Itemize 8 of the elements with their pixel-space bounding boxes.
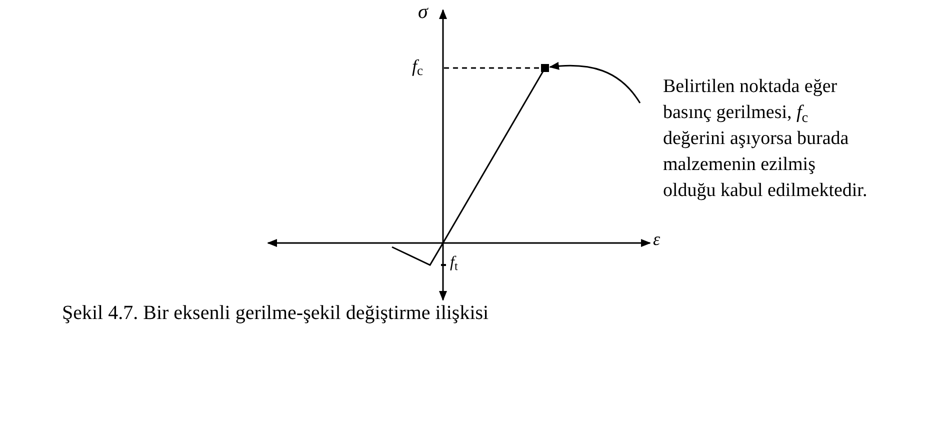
axis-symbol: σ [418, 2, 428, 22]
leader-arrow [549, 62, 641, 104]
annotation-text: Belirtilen noktada eğer basınç gerilmesi, f$_{c}$ değerini aşıyorsa burada malzemenin ezilmiş olduğu kabul edilmektedir. [663, 75, 868, 203]
axis-symbol: f$_{t}$ [450, 255, 458, 271]
figure-caption: Şekil 4.7. Bir eksenli gerilme-şekil değiştirme ilişkisi [62, 301, 489, 326]
axis-symbol: f$_{c}$ [412, 57, 424, 75]
axis-symbol: ε [653, 230, 660, 248]
point-marker [541, 64, 549, 72]
